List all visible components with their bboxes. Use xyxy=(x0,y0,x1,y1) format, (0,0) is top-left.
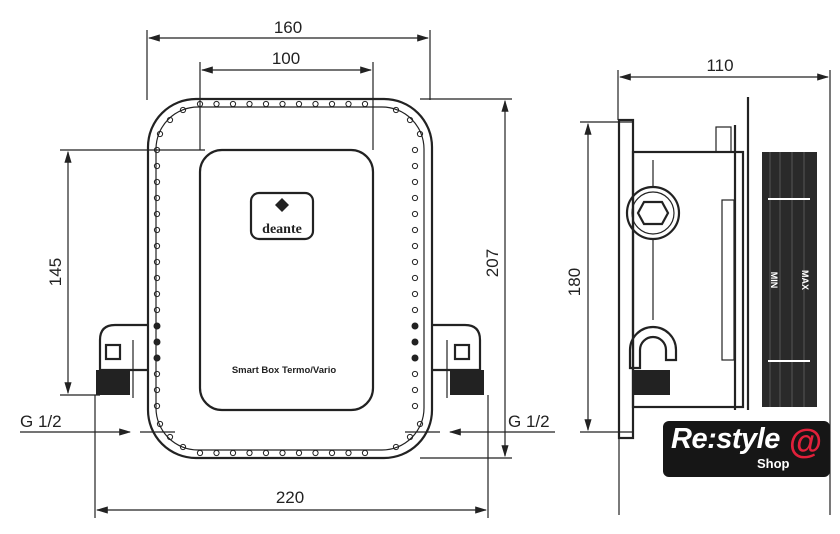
frame-hole xyxy=(229,449,237,457)
frame-inner-edge xyxy=(155,106,425,451)
frame-hole xyxy=(279,100,286,108)
frame-hole xyxy=(279,449,286,457)
dim-180: 180 xyxy=(565,268,584,296)
frame-hole xyxy=(229,100,237,108)
frame-hole xyxy=(411,162,419,170)
brand-logo-box xyxy=(249,191,315,241)
cart-at-icon: @ xyxy=(789,423,823,461)
dim-thread-left: G 1/2 xyxy=(20,412,62,431)
frame-hole xyxy=(411,210,419,218)
frame-hole xyxy=(392,443,400,451)
threaded-sleeve xyxy=(762,152,817,407)
frame-hole xyxy=(196,449,204,457)
frame-hole xyxy=(153,258,161,266)
frame-hole xyxy=(246,100,253,108)
frame-hole xyxy=(153,402,161,410)
outlet-bottom xyxy=(628,325,678,370)
frame-hole xyxy=(179,106,187,114)
left-fitting xyxy=(96,323,148,398)
frame-hole xyxy=(411,226,419,234)
frame-hole xyxy=(153,162,161,170)
side-view: MIN MAX 110 180 xyxy=(565,56,831,515)
frame-hole xyxy=(153,386,161,394)
frame-hole xyxy=(361,449,369,457)
brand-logo: deante xyxy=(262,222,302,237)
frame-hole xyxy=(153,178,161,186)
mounting-plate xyxy=(617,118,635,440)
frame-hole xyxy=(153,306,161,314)
frame-hole xyxy=(411,306,419,314)
cover-panel xyxy=(198,148,375,412)
frame-hole xyxy=(262,449,270,457)
frame-hole xyxy=(328,449,336,457)
frame-hole xyxy=(166,433,174,441)
frame-hole xyxy=(411,354,419,362)
frame-hole xyxy=(406,433,414,441)
logo-diamond-icon xyxy=(275,198,289,212)
frame-hole xyxy=(411,338,419,346)
hex-nut-icon xyxy=(636,200,670,226)
frame-hole xyxy=(345,100,352,108)
dim-220: 220 xyxy=(276,488,304,507)
frame-hole xyxy=(411,194,419,202)
dim-thread-right: G 1/2 xyxy=(508,412,550,431)
frame-hole xyxy=(411,370,419,378)
box-body xyxy=(631,150,745,409)
frame-holes xyxy=(153,100,424,457)
frame-hole xyxy=(153,242,161,250)
outlet-top xyxy=(625,185,681,241)
product-label: Smart Box Termo/Vario xyxy=(232,365,337,376)
frame-hole xyxy=(312,100,319,108)
frame-hole xyxy=(361,100,369,108)
frame-hole xyxy=(406,116,414,124)
frame-hole xyxy=(179,443,187,451)
frame-hole xyxy=(156,420,164,428)
dim-145: 145 xyxy=(46,258,65,286)
watermark-text: Re:style xyxy=(671,423,780,455)
frame-hole xyxy=(411,386,419,394)
frame-hole xyxy=(416,130,424,138)
max-mark: MAX xyxy=(800,270,810,290)
frame-hole xyxy=(411,146,419,154)
dim-110: 110 xyxy=(706,56,733,75)
frame-hole xyxy=(411,178,419,186)
frame-hole xyxy=(345,449,352,457)
frame-hole xyxy=(416,420,424,428)
right-fitting xyxy=(432,323,484,398)
frame-hole xyxy=(213,449,220,457)
dim-100: 100 xyxy=(272,49,300,68)
frame-hole xyxy=(328,100,336,108)
front-view: deante Smart Box Termo/Vario 160 100 207… xyxy=(20,18,555,518)
frame-hole xyxy=(153,370,161,378)
frame-hole xyxy=(153,194,161,202)
frame-hole xyxy=(246,449,253,457)
frame-hole xyxy=(392,106,400,114)
dim-160: 160 xyxy=(274,18,302,37)
frame-hole xyxy=(156,130,164,138)
frame-hole xyxy=(411,274,419,282)
frame-hole xyxy=(262,100,270,108)
min-mark: MIN xyxy=(769,272,779,289)
frame-hole xyxy=(411,258,419,266)
watermark-sub: Shop xyxy=(757,456,790,471)
frame-hole xyxy=(411,322,419,330)
frame-hole xyxy=(153,226,161,234)
frame-hole xyxy=(295,100,303,108)
frame-hole xyxy=(411,402,419,410)
frame-hole xyxy=(153,290,161,298)
frame-hole xyxy=(153,274,161,282)
frame-hole xyxy=(153,338,161,346)
frame-hole xyxy=(213,100,220,108)
frame-hole xyxy=(153,210,161,218)
frame-hole xyxy=(153,322,161,330)
frame-hole xyxy=(295,449,303,457)
frame-hole xyxy=(411,290,419,298)
restyle-shop-watermark: Re:style @ Shop xyxy=(663,421,830,477)
mounting-frame xyxy=(146,97,434,460)
frame-hole xyxy=(153,354,161,362)
dim-207: 207 xyxy=(483,249,502,277)
frame-hole xyxy=(312,449,319,457)
frame-hole xyxy=(411,242,419,250)
frame-hole xyxy=(166,116,174,124)
